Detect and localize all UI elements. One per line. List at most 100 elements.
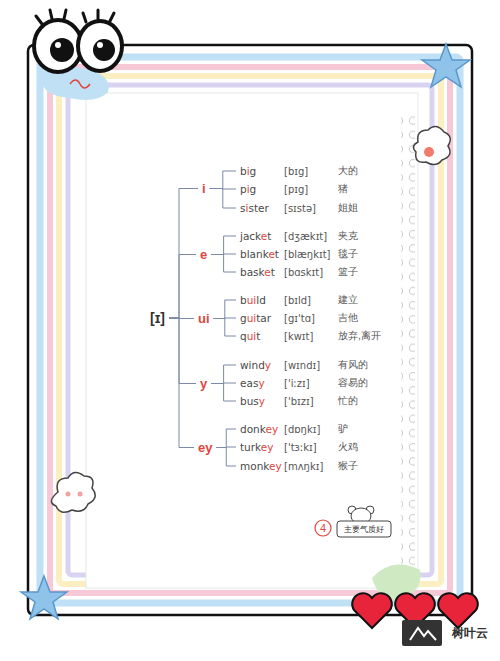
word: easy — [240, 377, 284, 389]
node-text: ui — [198, 311, 210, 326]
meaning: 大的 — [338, 164, 358, 178]
phonetic: [bɑskɪt] — [284, 267, 338, 278]
paper-page — [86, 93, 418, 588]
meaning: 火鸡 — [338, 440, 358, 454]
word: jacket — [240, 230, 284, 242]
tree-connector — [210, 189, 236, 209]
tree-connector — [211, 365, 236, 384]
word-row: guitar[gɪ'tɑ]吉他 — [238, 310, 360, 326]
spelling-branch: y — [198, 375, 209, 392]
meaning: 建立 — [338, 293, 358, 307]
spelling-branch: e — [198, 246, 209, 263]
spelling-branch: ey — [196, 439, 214, 456]
word: turkey — [240, 441, 284, 453]
tree-connector — [210, 171, 236, 189]
squiggle — [70, 80, 90, 88]
tree-connector — [169, 318, 194, 448]
watermark-logo — [402, 620, 442, 646]
word: pig — [240, 183, 284, 195]
spiral-holes — [401, 112, 415, 566]
meaning: 猪 — [338, 182, 348, 196]
word-row: quit[kwɪt]放弃,离开 — [238, 328, 383, 344]
phonetic: [dʒækɪt] — [284, 231, 338, 242]
spelling-branch: ui — [196, 310, 212, 327]
word-row: basket[bɑskɪt]篮子 — [238, 264, 360, 280]
node-text: y — [200, 376, 207, 391]
pink-stripe — [50, 67, 450, 593]
meaning: 容易的 — [338, 376, 368, 390]
tree-connector — [169, 318, 196, 384]
node-text: ey — [198, 440, 212, 455]
word-row: busy['bɪzɪ]忙的 — [238, 393, 360, 409]
node-text: e — [200, 247, 207, 262]
meaning: 吉他 — [338, 311, 358, 325]
meaning: 姐姐 — [338, 201, 358, 215]
word-row: donkey[dɒŋkɪ]驴 — [238, 421, 350, 437]
word: quit — [240, 330, 284, 342]
phonetic: [dɒŋkɪ] — [284, 424, 338, 435]
word-row: jacket[dʒækɪt]夹克 — [238, 228, 360, 244]
word: build — [240, 294, 284, 306]
tree-connector — [211, 255, 236, 273]
page-circle — [315, 520, 331, 536]
tree-connector — [169, 189, 198, 319]
word: big — [240, 165, 284, 177]
meaning: 夹克 — [338, 229, 358, 243]
word-row: monkey[mʌŋkɪ]猴子 — [238, 458, 360, 474]
phonetic: [wɪndɪ] — [284, 360, 338, 371]
tree-connector — [216, 429, 236, 448]
meaning: 有风的 — [338, 358, 368, 372]
meaning: 驴 — [338, 422, 348, 436]
word-row: build[bɪld]建立 — [238, 292, 360, 308]
phonetic: [mʌŋkɪ] — [284, 461, 338, 472]
phonetic: [gɪ'tɑ] — [284, 313, 338, 324]
tree-connector — [214, 319, 236, 337]
word-row: easy['iːzɪ]容易的 — [238, 375, 370, 391]
phonetic: [blæŋkɪt] — [284, 249, 338, 260]
word-row: blanket[blæŋkɪt]毯子 — [238, 246, 360, 262]
page-number: 4 — [320, 522, 326, 534]
word-row: sister[sɪstə]姐姐 — [238, 200, 360, 216]
word: basket — [240, 266, 284, 278]
cloud-face — [51, 472, 95, 512]
word-row: turkey['tɜːkɪ]火鸡 — [238, 439, 360, 455]
cloud-face — [413, 126, 450, 164]
word-row: pig[pɪg]猪 — [238, 181, 350, 197]
word: donkey — [240, 423, 284, 435]
blue-star — [422, 44, 470, 87]
tree-connector — [211, 384, 236, 402]
bear-sign — [337, 506, 391, 537]
word: monkey — [240, 460, 284, 472]
node-text: [ɪ] — [150, 310, 165, 326]
phonetic: [sɪstə] — [284, 203, 338, 214]
phonetic: [bɪg] — [284, 166, 338, 177]
phonetic: [bɪld] — [284, 295, 338, 306]
word: windy — [240, 359, 284, 371]
phonetic: [pɪg] — [284, 184, 338, 195]
cartoon-eyes — [34, 10, 122, 72]
phonetic: ['bɪzɪ] — [284, 396, 338, 407]
spelling-branch: i — [200, 180, 208, 197]
phonetic: [kwɪt] — [284, 331, 338, 342]
node-text: i — [202, 181, 206, 196]
meaning: 忙的 — [338, 394, 358, 408]
tree-connector — [216, 448, 236, 467]
sign-text: 主要气质好 — [344, 524, 384, 535]
meaning: 放弃,离开 — [338, 329, 381, 343]
tree-connector — [169, 255, 196, 319]
watermark-logo — [410, 628, 436, 640]
outer-border — [28, 45, 472, 615]
phonetic: ['tɜːkɪ] — [284, 442, 338, 453]
meaning: 篮子 — [338, 265, 358, 279]
word: guitar — [240, 312, 284, 324]
meaning: 毯子 — [338, 247, 358, 261]
word: busy — [240, 395, 284, 407]
blue-stripe — [40, 57, 460, 603]
tree-connector — [211, 236, 236, 255]
watermark: 树叶云 — [452, 625, 488, 642]
meaning: 猴子 — [338, 459, 358, 473]
word: blanket — [240, 248, 284, 260]
word-row: big[bɪg]大的 — [238, 163, 360, 179]
tree-connector — [214, 300, 236, 319]
